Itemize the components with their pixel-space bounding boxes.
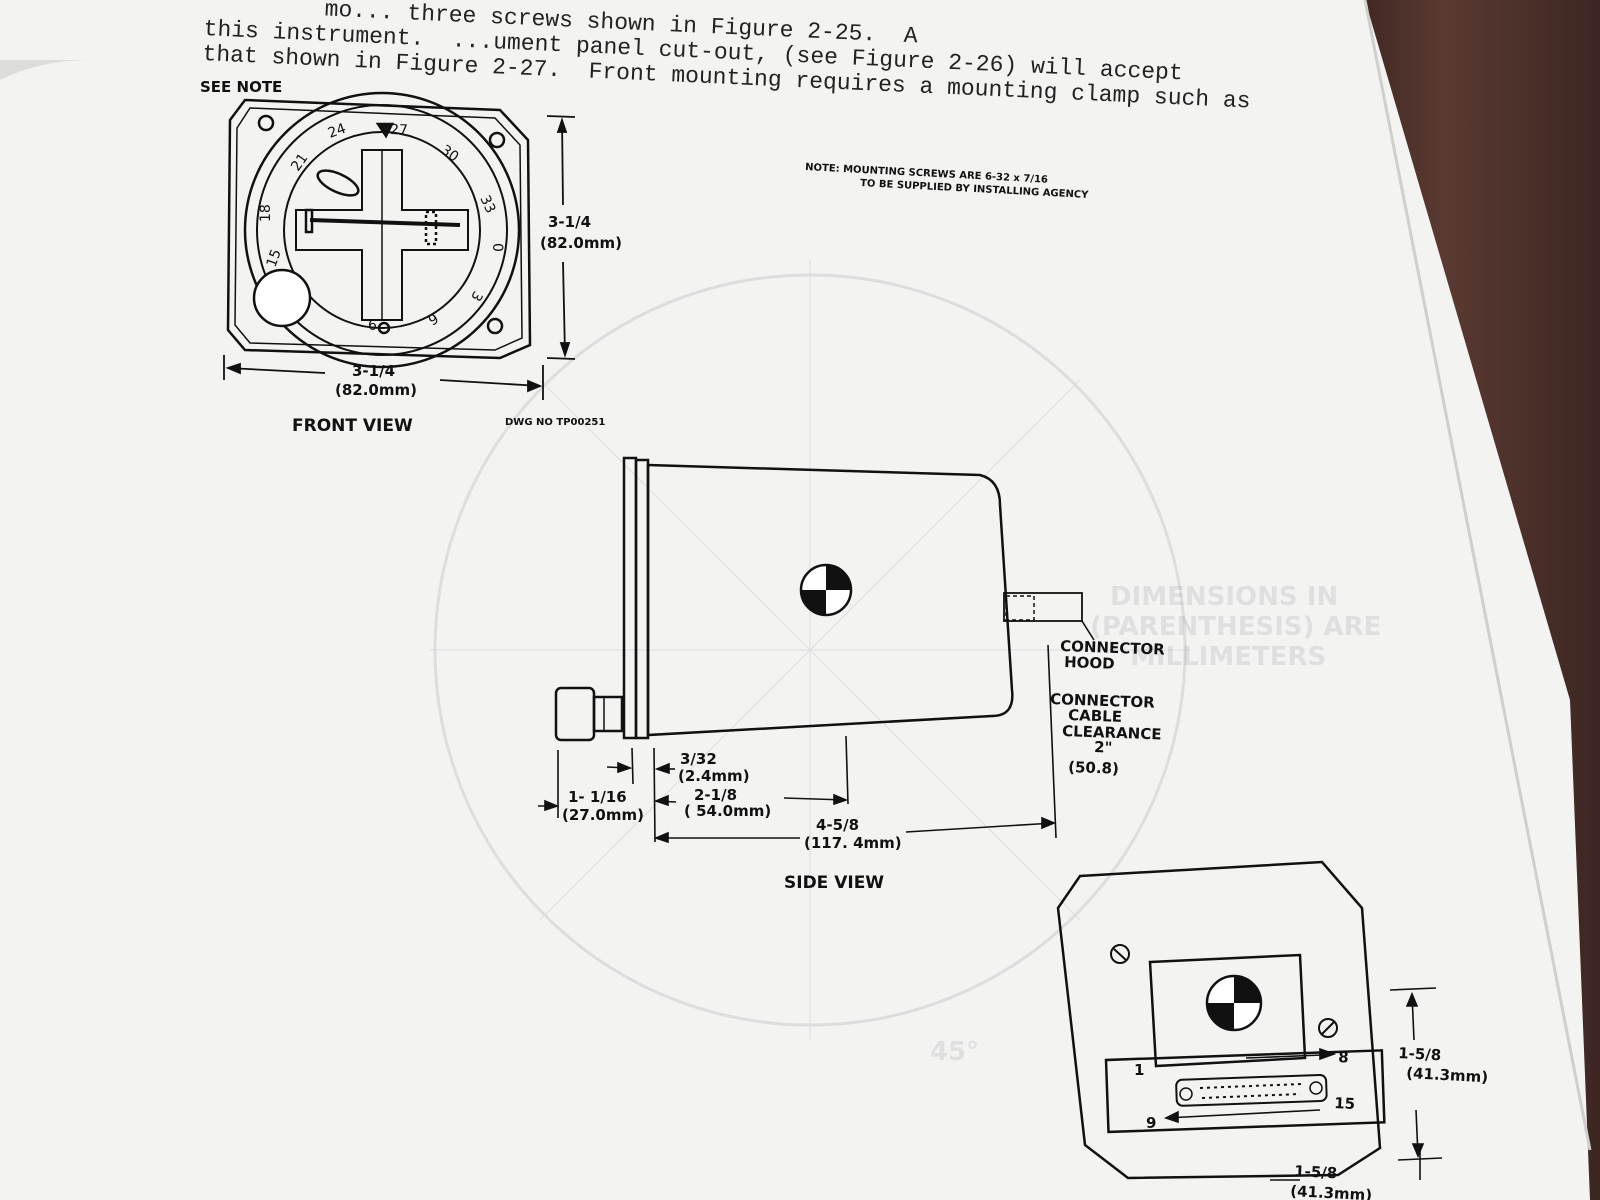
dim-2-1-8-mm: ( 54.0mm) [684,802,771,820]
rear-pin-1: 1 [1134,1061,1144,1079]
side-view-dimensions [538,620,1095,844]
center-of-gravity-symbol-side [799,563,853,617]
rear-width-mm: (41.3mm) [1290,1182,1373,1200]
clearance-label-3: CLEARANCE [1062,722,1162,743]
watermark-text-1: DIMENSIONS IN [1110,582,1338,612]
clearance-label-1: CONNECTOR [1050,690,1156,712]
dial-label-15: 15 [264,247,285,269]
clearance-label-4: 2" [1094,738,1113,757]
watermark-text-2: (PARENTHESIS) ARE [1090,612,1381,642]
rear-pin-8: 8 [1338,1048,1349,1067]
side-view-caption: SIDE VIEW [784,873,884,893]
dial-label-33: 33 [476,193,498,216]
dim-1-1-16: 1- 1/16 [568,788,627,806]
watermark-angle: 45° [930,1037,979,1067]
center-of-gravity-symbol-rear [1205,974,1263,1032]
connector-hood-label-2: HOOD [1064,653,1115,673]
see-note-label: SEE NOTE [200,78,282,96]
connector-hood-label-1: CONNECTOR [1060,637,1166,659]
front-height-mm: (82.0mm) [540,234,622,252]
clearance-label-5: (50.8) [1068,758,1119,778]
dial-label-0: 0 [489,243,505,252]
watermark-text-3: MILLIMETERS [1130,642,1326,672]
dial-label-18: 18 [258,204,274,222]
side-view-drawing [554,456,1083,742]
rear-width-dimension: 1-5/8 [1294,1162,1338,1182]
dial-label-6: 6 [368,318,377,334]
rear-pin-9: 9 [1146,1114,1156,1132]
rear-pin-15: 15 [1334,1094,1356,1113]
bleed-through-watermark [430,260,1190,1040]
front-width-mm: (82.0mm) [335,381,417,399]
rear-height-dimension: 1-5/8 [1398,1044,1442,1064]
rear-view-drawing [1056,860,1386,1180]
front-height-dimension: 3-1/4 [548,213,591,231]
dim-4-5-8: 4-5/8 [816,816,859,834]
dim-1-1-16-mm: (27.0mm) [562,806,644,824]
rear-view-dimensions [1163,987,1443,1181]
front-width-dimension: 3-1/4 [352,362,395,380]
front-view-caption: FRONT VIEW [292,416,413,436]
drawing-number: DWG NO TP00251 [505,417,605,428]
front-view-drawing [226,91,532,369]
front-view-dimensions [223,115,576,400]
dim-2-1-8: 2-1/8 [694,786,737,804]
dim-3-32: 3/32 [680,750,717,768]
clearance-label-2: CABLE [1068,706,1122,726]
dial-label-27: 27 [390,122,408,139]
dim-3-32-mm: (2.4mm) [678,767,750,785]
dial-label-24: 24 [326,121,348,142]
dim-4-5-8-mm: (117. 4mm) [804,834,902,852]
rear-height-mm: (41.3mm) [1406,1064,1489,1086]
